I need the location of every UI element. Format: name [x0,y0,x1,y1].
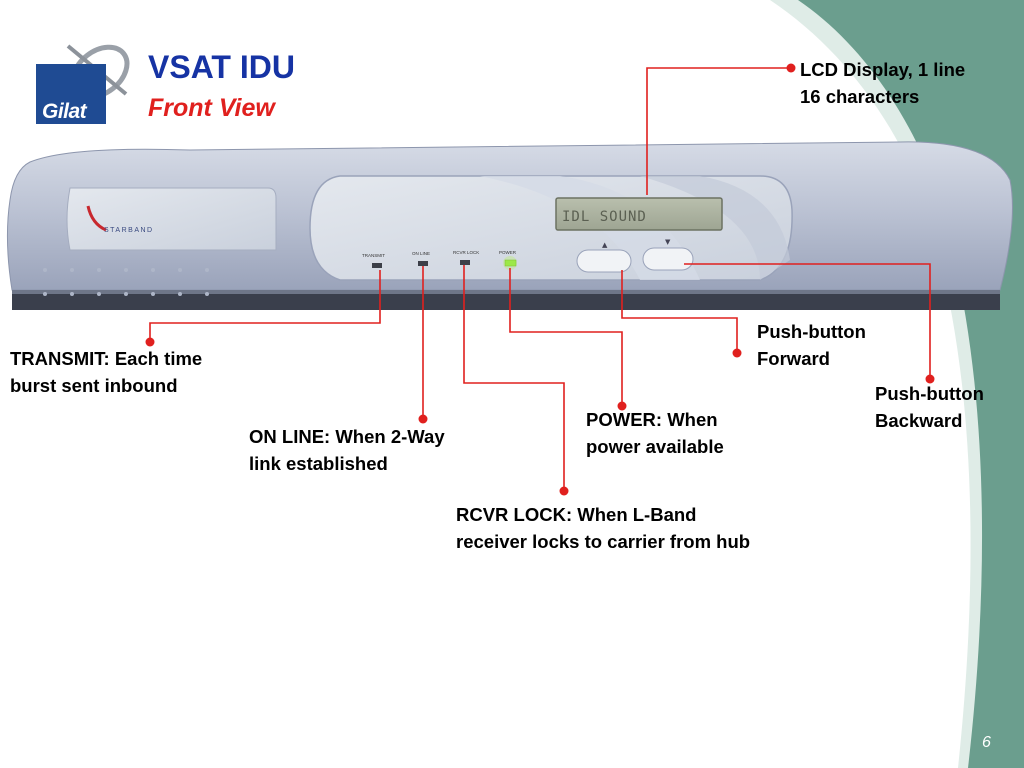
panel-swirl-2 [640,176,790,280]
slide-title: VSAT IDU [148,49,295,85]
leader-power [509,268,623,405]
device-brand-label: STARBAND [104,227,154,234]
dot-transmit [145,337,155,347]
lcd-text: IDL SOUND [562,209,647,225]
vent-holes [43,268,209,296]
brand-panel [66,187,277,251]
led-online [418,261,428,266]
leader-transmit [149,270,381,340]
lcd-display [555,197,723,231]
callout-online-line2: link established [249,453,388,474]
led-power-glow [503,256,517,270]
callout-lcd-line1: LCD Display, 1 line [800,59,966,80]
leader-rcvr [463,265,565,490]
callout-transmit: TRANSMIT: Each time burst sent inbound [10,345,202,399]
callout-backward-line2: Backward [875,410,963,431]
vsat-idu-device: STARBAND IDL SOUND ▲ ▼ TRANSMIT ON LINE … [6,141,1013,310]
callout-backward: Push-button Backward [875,380,984,434]
device-base [12,290,1000,310]
callout-forward-line2: Forward [757,348,830,369]
callout-forward: Push-button Forward [757,318,866,372]
callout-power-line1: POWER: When [586,409,718,430]
dot-lcd [786,63,796,73]
push-button-forward[interactable] [576,249,632,273]
callout-transmit-line2: burst sent inbound [10,375,178,396]
dot-power [617,401,627,411]
led-label-power: POWER [499,250,517,255]
logo-text: Gilat [42,100,87,123]
dot-forward [732,348,742,358]
gilat-logo: Gilat [34,36,139,134]
starband-swoosh-icon [86,205,107,232]
led-rcvr-lock [460,260,470,265]
dot-backward [925,374,935,384]
backward-arrow-icon: ▼ [665,238,671,246]
callout-transmit-line1: TRANSMIT: Each time [10,348,203,369]
callout-online-line1: ON LINE: When 2-Way [249,426,445,447]
led-transmit [372,263,382,268]
slide-subtitle: Front View [148,94,275,122]
callout-rcvr-lock: RCVR LOCK: When L-Band receiver locks to… [456,501,750,555]
dot-rcvr [559,486,569,496]
leader-backward [684,263,931,378]
forward-arrow-icon: ▲ [602,241,608,249]
logo-box [36,64,106,124]
led-label-rcvr-lock: RCVR LOCK [453,250,479,255]
callout-rcvr-line2: receiver locks to carrier from hub [456,531,751,552]
dot-online [418,414,428,424]
leader-forward [621,270,738,352]
led-power [504,259,517,267]
callout-backward-line1: Push-button [875,383,984,404]
callout-lcd-line2: 16 characters [800,86,920,107]
led-label-transmit: TRANSMIT [362,253,385,258]
led-label-online: ON LINE [412,251,430,256]
callout-power: POWER: When power available [586,406,724,460]
callout-forward-line1: Push-button [757,321,866,342]
push-button-backward[interactable] [642,247,694,271]
callout-lcd: LCD Display, 1 line 16 characters [800,56,965,110]
page-number: 6 [982,734,991,751]
callout-power-line2: power available [586,436,724,457]
callout-online: ON LINE: When 2-Way link established [249,423,445,477]
leader-lcd [646,67,790,195]
callout-rcvr-line1: RCVR LOCK: When L-Band [456,504,697,525]
